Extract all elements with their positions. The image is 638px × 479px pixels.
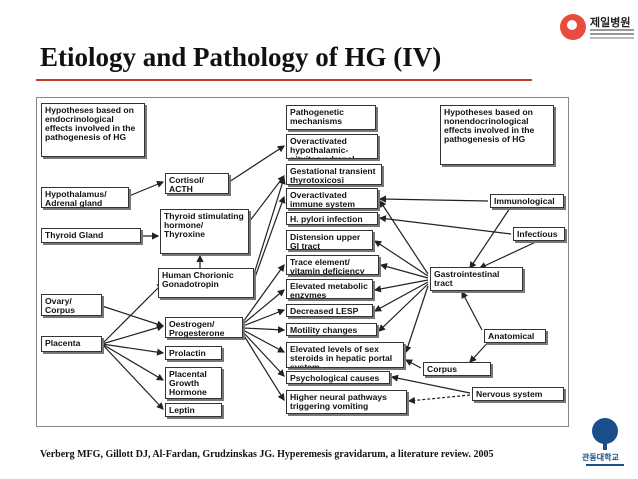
university-logo-name: 관동대학교	[582, 453, 619, 462]
box-elevated-metabolic-enzymes: Elevated metabolic enzymes	[286, 279, 373, 299]
box-distension-upper-gi: Distension upper GI tract	[286, 230, 373, 250]
box-thyroid-gland: Thyroid Gland	[41, 228, 141, 243]
box-infectious: Infectious	[513, 227, 565, 241]
box-ovary-corpus-luteum: Ovary/ Corpus Luteum	[41, 294, 102, 316]
arrow-hcg-immune	[253, 195, 286, 281]
box-cortisol-acth: Cortisol/ ACTH	[165, 173, 229, 194]
box-hypotheses-nonendocrinological: Hypotheses based on nonendocrinological …	[440, 105, 554, 165]
arrow-oestrogen-psych	[242, 331, 285, 377]
arrow-gi-distension	[373, 240, 429, 277]
box-gestational-transient-thyrotoxicosis: Gestational transient thyrotoxicosi	[286, 164, 382, 185]
arrow-hcg-gtt	[253, 176, 286, 275]
tree-trunk	[603, 442, 607, 450]
box-psychological-causes: Psychological causes	[286, 371, 390, 384]
box-hypotheses-endocrinological: Hypotheses based on endocrinological eff…	[41, 103, 145, 157]
box-human-chorionic-gonadotropin: Human Chorionic Gonadotropin	[158, 268, 254, 298]
box-h-pylori-infection: H. pylori infection	[286, 212, 378, 225]
arrow-placenta-leptin	[101, 343, 164, 410]
box-corpus-luteum: Corpus luteum	[423, 362, 491, 376]
arrow-nervous-psych	[390, 374, 471, 394]
arrow-infectious-gi	[478, 239, 541, 269]
arrow-infectious-hpylori	[378, 215, 512, 235]
arrow-oestrogen-metabolic	[242, 289, 285, 325]
diagram-frame	[36, 97, 569, 427]
arrow-oestrogen-steroids	[242, 329, 286, 353]
box-higher-neural-pathways: Higher neural pathways triggering vomiti…	[286, 390, 407, 414]
arrow-oestrogen-lesp	[242, 308, 286, 327]
arrow-nervous-neural	[407, 394, 471, 404]
university-logo: 관동대학교	[582, 418, 628, 470]
arrow-oestrogen-motility	[242, 326, 286, 334]
arrow-oestrogen-neural	[242, 333, 285, 402]
box-overactivated-hpa: Overactivated hypothalamic-pituitaryadre…	[286, 134, 378, 159]
arrow-placenta-oestrogen	[101, 324, 165, 345]
arrow-gi-immune	[379, 199, 429, 275]
box-trace-element-deficiency: Trace element/ vitamin deficiency	[286, 255, 379, 275]
arrow-anatomical-gi	[461, 290, 483, 331]
box-immunological: Immunological	[490, 194, 564, 208]
box-placenta: Placenta	[41, 336, 102, 352]
box-hypothalamus-adrenal: Hypothalamus/ Adrenal gland	[41, 187, 129, 208]
box-thyroid-stimulating-hormone: Thyroid stimulating hormone/ Thyroxine	[160, 209, 249, 254]
arrow-gi-motility	[378, 283, 429, 332]
arrow-placenta-hcg	[101, 282, 164, 345]
hospital-logo: 제일병원	[560, 10, 634, 50]
arrow-oestrogen-trace	[242, 264, 285, 323]
university-logo-underline	[586, 464, 624, 466]
box-anatomical: Anatomical	[484, 329, 546, 343]
arrow-gi-steroids	[404, 285, 429, 354]
box-placental-growth-hormone: Placental Growth Hormone	[165, 367, 222, 399]
box-decreased-lesp: Decreased LESP	[286, 304, 373, 317]
box-motility-changes: Motility changes	[286, 323, 377, 336]
arrow-corpusluteum-steroids	[404, 359, 422, 369]
box-leptin: Leptin	[165, 403, 222, 417]
title-underline	[36, 79, 532, 81]
hospital-logo-subtext	[590, 29, 634, 31]
citation: Verberg MFG, Gillott DJ, Al-Fardan, Grud…	[40, 449, 494, 460]
arrow-gi-lesp	[373, 281, 429, 312]
arrow-gi-metabolic	[373, 279, 429, 293]
tree-icon	[592, 418, 618, 444]
arrow-hypothalamus-cortisol	[128, 180, 165, 197]
arrow-tsh-gtt	[248, 175, 285, 223]
box-oestrogen-progesterone: Oestrogen/ Progesterone	[165, 317, 243, 338]
arrow-placenta-pgh	[101, 343, 165, 381]
box-gastrointestinal-tract: Gastrointestinal tract	[430, 267, 523, 291]
arrow-ovary-oestrogen	[101, 305, 165, 328]
box-overactivated-immune-system: Overactivated immune system	[286, 188, 378, 209]
box-elevated-sex-steroids: Elevated levels of sex steroids in hepat…	[286, 342, 404, 368]
box-prolactin: Prolactin	[165, 346, 222, 360]
box-nervous-system: Nervous system	[472, 387, 564, 401]
arrow-immunological-gi	[469, 207, 511, 269]
arrow-gi-trace	[379, 263, 429, 279]
arrow-immunological-immune	[378, 195, 489, 203]
box-pathogenetic-mechanisms: Pathogenetic mechanisms	[286, 105, 376, 130]
arrow-cortisol-hpa	[228, 145, 286, 183]
hospital-logo-name: 제일병원	[590, 17, 631, 29]
slide-title: Etiology and Pathology of HG (IV)	[40, 42, 442, 72]
hospital-logo-icon	[560, 14, 586, 40]
arrow-placenta-prolactin	[101, 343, 165, 356]
